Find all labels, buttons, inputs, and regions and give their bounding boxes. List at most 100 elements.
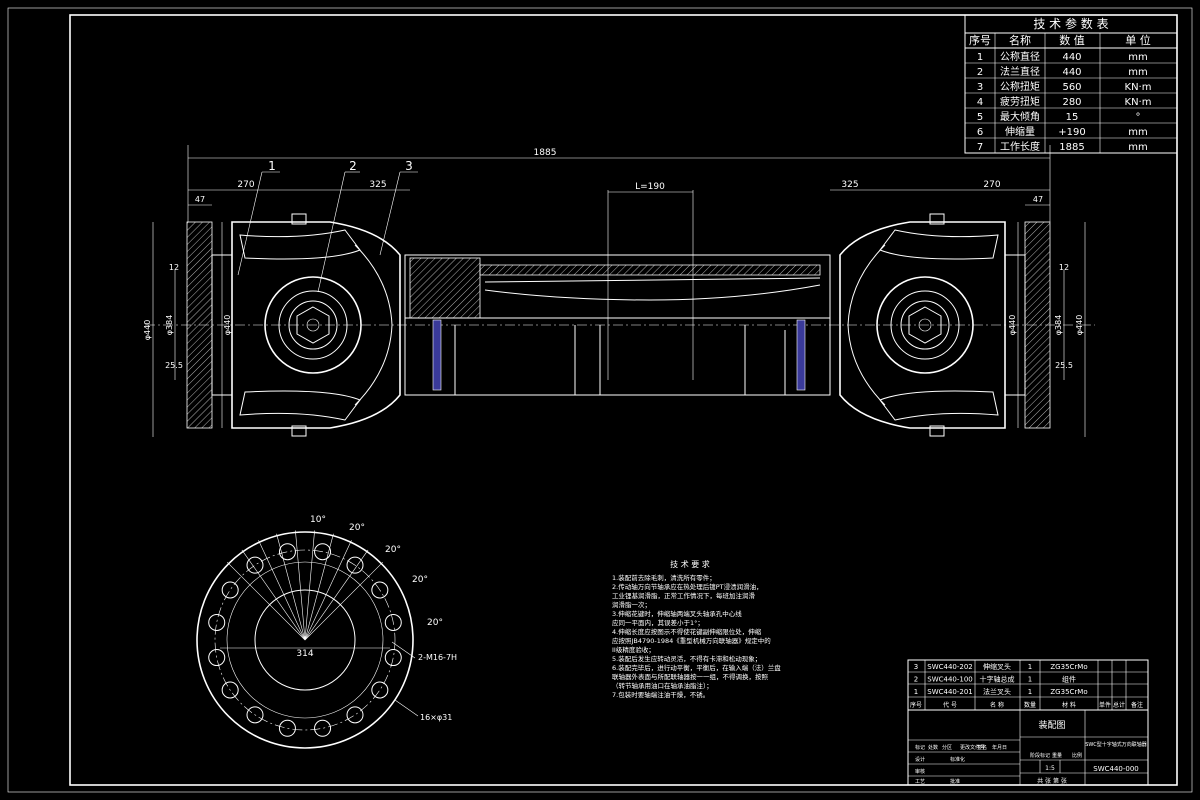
right-hex-bolt bbox=[908, 306, 942, 344]
left-yoke bbox=[231, 221, 401, 429]
parts-cell: SWC440-100 bbox=[927, 676, 973, 684]
flange-holes: 16×φ31 bbox=[420, 713, 452, 722]
bolt-hole bbox=[221, 581, 239, 599]
param-cell: ° bbox=[1136, 112, 1141, 123]
angle-ray bbox=[304, 540, 352, 641]
param-cell: 3 bbox=[977, 82, 983, 93]
title-block-label: 批准 bbox=[950, 778, 960, 785]
callout-3: 3 bbox=[405, 159, 413, 173]
bolt-hole bbox=[221, 681, 239, 699]
param-cell: mm bbox=[1128, 67, 1147, 78]
bolt-hole bbox=[208, 649, 226, 667]
angle-ray bbox=[276, 533, 306, 641]
flange-angle-4: 20° bbox=[412, 575, 428, 585]
dim-right-270: 270 bbox=[983, 180, 1000, 190]
tech-req-line: II级精度验收； bbox=[612, 645, 655, 654]
parts-header-cell: 单件 bbox=[1099, 701, 1111, 709]
left-seal bbox=[432, 319, 442, 391]
title-block-label: 标记 bbox=[915, 744, 925, 751]
param-cell: 5 bbox=[977, 112, 983, 123]
angle-ray bbox=[304, 530, 315, 641]
parts-cell: 1 bbox=[1028, 676, 1032, 684]
dim-left-d440b: φ440 bbox=[223, 315, 232, 336]
parts-cell: 组件 bbox=[1062, 675, 1076, 684]
param-cell: 7 bbox=[977, 142, 983, 153]
drawing-number: SWC440-000 bbox=[1093, 765, 1139, 773]
tech-req-line: 4.伸缩长度应按图示不得使花键副伸缩限位处，伸缩 bbox=[612, 627, 762, 636]
callout-1: 1 bbox=[268, 159, 276, 173]
left-flange bbox=[186, 221, 213, 429]
scale: 1:5 bbox=[1045, 765, 1055, 772]
flange-angle-2: 20° bbox=[349, 523, 365, 533]
tech-req-line: 1.装配前去除毛刺，清洗所有零件； bbox=[612, 573, 716, 582]
title-block-label: 处数 bbox=[928, 744, 938, 751]
dim-right-d384: φ384 bbox=[1054, 315, 1063, 336]
param-table-title: 技 术 参 数 表 bbox=[1033, 16, 1108, 31]
tech-requirements: 技 术 要 求 1.装配前去除毛刺，清洗所有零件；2.传动轴万向节轴承应在热处理… bbox=[612, 559, 781, 699]
bolt-hole bbox=[278, 543, 296, 561]
flange-end-view: 314 10° 20° 20° 20° 20° 2-M16-7H 16×φ31 bbox=[196, 515, 457, 749]
param-cell: 公称扭矩 bbox=[1000, 80, 1040, 93]
param-header: 序号 bbox=[969, 33, 991, 47]
dim-right-325: 325 bbox=[841, 180, 858, 190]
dim-right-12: 12 bbox=[1059, 263, 1069, 272]
left-bearing-cap bbox=[264, 276, 362, 374]
title-block-label: 设计 bbox=[915, 756, 925, 763]
assembly-view: 1885 270 325 325 270 L=190 47 47 12 12 2… bbox=[143, 145, 1095, 437]
tech-req-line: 7.包装时要轴端注油干燥，不锈。 bbox=[612, 690, 709, 699]
parts-cell: SWC440-201 bbox=[927, 688, 973, 696]
param-cell: 工作长度 bbox=[1000, 140, 1040, 153]
param-cell: 法兰直径 bbox=[1000, 65, 1040, 78]
bolt-hole bbox=[371, 581, 389, 599]
right-yoke bbox=[839, 221, 1006, 429]
param-cell: 1885 bbox=[1059, 142, 1084, 153]
angle-ray bbox=[241, 549, 306, 641]
title-block-label: 审核 bbox=[915, 768, 925, 775]
title-block-label: 签名 bbox=[977, 744, 987, 751]
bolt-hole bbox=[208, 613, 226, 631]
bolt-hole bbox=[346, 706, 364, 724]
title-block-label: 更改文件号 bbox=[960, 744, 985, 751]
param-cell: KN·m bbox=[1125, 82, 1152, 93]
dim-overall-label: 1885 bbox=[534, 148, 557, 158]
parts-cell: ZG35CrMo bbox=[1050, 688, 1087, 696]
outer-border bbox=[7, 7, 1193, 793]
bolt-hole bbox=[384, 613, 402, 631]
telescopic-shaft bbox=[404, 254, 831, 396]
angle-ray bbox=[304, 562, 383, 641]
dim-right-d440b: φ440 bbox=[1008, 315, 1017, 336]
param-cell: 最大倾角 bbox=[1000, 110, 1040, 123]
flange-angle-5: 20° bbox=[427, 618, 443, 628]
flange-angle-3: 20° bbox=[385, 545, 401, 555]
right-seal bbox=[796, 319, 806, 391]
param-cell: 疲劳扭矩 bbox=[1000, 95, 1040, 108]
parts-header-cell: 序号 bbox=[910, 701, 922, 709]
dim-left-d440: φ440 bbox=[143, 320, 152, 341]
param-header: 单 位 bbox=[1125, 33, 1151, 47]
callout-2: 2 bbox=[349, 159, 357, 173]
dim-left-25: 25.5 bbox=[165, 361, 183, 370]
tech-req-line: 工业锂基润滑脂，正常工作情况下，每班加注润滑 bbox=[612, 591, 756, 600]
param-cell: mm bbox=[1128, 142, 1147, 153]
param-cell: mm bbox=[1128, 127, 1147, 138]
param-header: 名称 bbox=[1009, 33, 1031, 47]
parts-cell: 十字轴总成 bbox=[980, 675, 1015, 684]
bolt-hole bbox=[371, 681, 389, 699]
parts-header-cell: 代 号 bbox=[943, 701, 957, 709]
parts-cell: ZG35CrMo bbox=[1050, 663, 1087, 671]
parts-cell: 1 bbox=[1028, 663, 1032, 671]
param-cell: +190 bbox=[1058, 127, 1085, 138]
bolt-hole bbox=[384, 649, 402, 667]
tech-req-line: 3.伸缩花键时，伸缩轴两端叉头轴承孔中心线 bbox=[612, 609, 742, 618]
angle-ray bbox=[295, 530, 306, 641]
tech-req-line: 2.传动轴万向节轴承应在热处理后镀PT浸渍润滑油， bbox=[612, 582, 763, 591]
bolt-hole bbox=[346, 556, 364, 574]
left-hex-bolt bbox=[296, 306, 330, 344]
bolt-hole bbox=[314, 719, 332, 737]
param-cell: 15 bbox=[1066, 112, 1079, 123]
param-cell: 440 bbox=[1062, 67, 1081, 78]
tech-req-line: 应按照JB4790-1984《重型机械万向联轴器》规定中的 bbox=[612, 636, 771, 645]
dim-left-47: 47 bbox=[195, 195, 205, 204]
